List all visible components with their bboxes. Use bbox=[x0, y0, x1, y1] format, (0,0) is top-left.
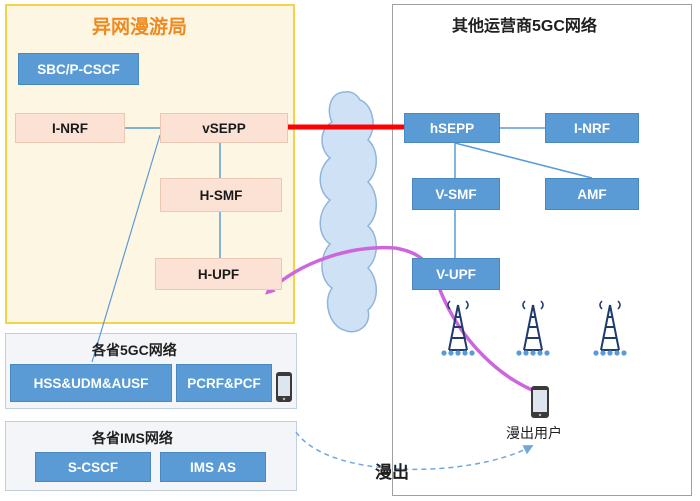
h-upf-node: H-UPF bbox=[155, 258, 282, 290]
v-smf-node: V-SMF bbox=[412, 178, 500, 210]
hss-udm-ausf-node: HSS&UDM&AUSF bbox=[10, 364, 172, 402]
roaming-user-phone-icon bbox=[531, 386, 549, 418]
roaming-office-title: 异网漫游局 bbox=[92, 17, 188, 38]
pcrf-pcf-node: PCRF&PCF bbox=[176, 364, 272, 402]
other-carrier-title: 其他运营商5GC网络 bbox=[452, 18, 597, 35]
network-cloud bbox=[319, 91, 377, 333]
i-nrf-right-node: I-NRF bbox=[545, 113, 639, 143]
roam-out-label: 漫出 bbox=[375, 463, 409, 482]
base-station-icon bbox=[593, 300, 627, 356]
sbc-pcscf-node: SBC/P-CSCF bbox=[18, 53, 139, 85]
province-ims-title: 各省IMS网络 bbox=[92, 430, 173, 446]
base-station-icon bbox=[516, 300, 550, 356]
amf-node: AMF bbox=[545, 178, 639, 210]
i-nrf-left-node: I-NRF bbox=[15, 113, 125, 143]
base-station-icon bbox=[441, 300, 475, 356]
phone-icon bbox=[276, 372, 292, 402]
h-smf-node: H-SMF bbox=[160, 178, 282, 212]
province-5gc-title: 各省5GC网络 bbox=[92, 342, 177, 358]
roaming-user-label: 漫出用户 bbox=[506, 425, 562, 441]
hsepp-node: hSEPP bbox=[404, 113, 500, 143]
ims-as-node: IMS AS bbox=[160, 452, 266, 482]
v-upf-node: V-UPF bbox=[412, 258, 500, 290]
s-cscf-node: S-CSCF bbox=[35, 452, 151, 482]
vsepp-node: vSEPP bbox=[160, 113, 288, 143]
